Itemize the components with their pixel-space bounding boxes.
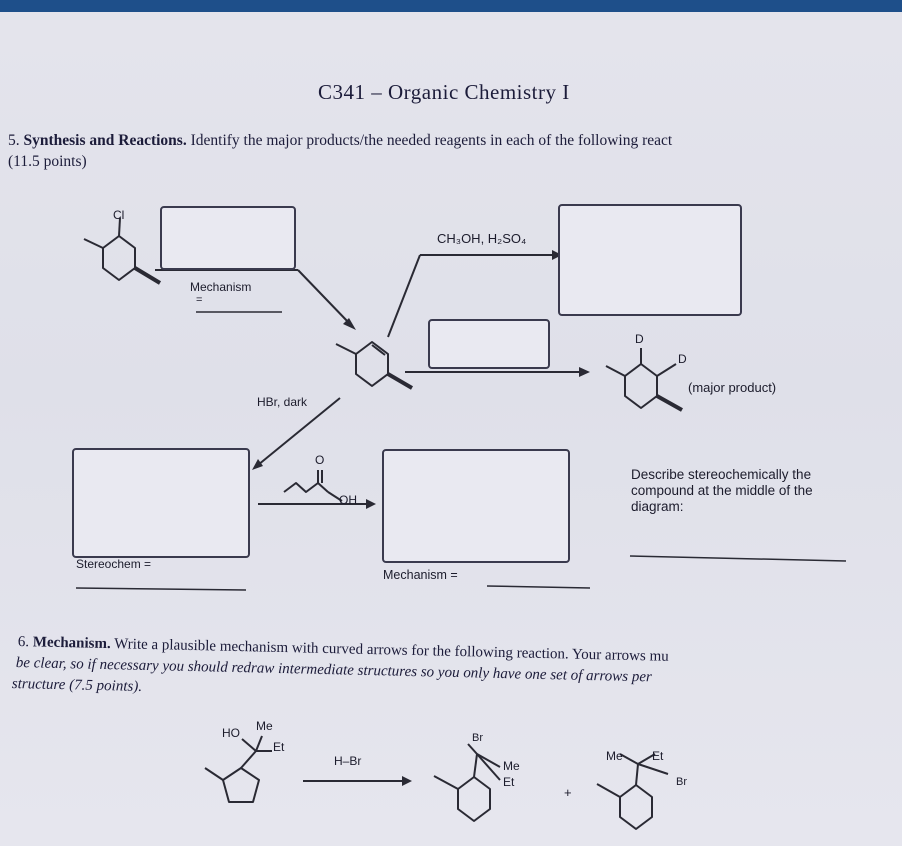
hydroxyl-label: OH xyxy=(339,493,357,507)
carboxylic-acid-structure xyxy=(283,470,343,502)
deuterium-right-label: D xyxy=(678,352,687,366)
question-6-number: 6. xyxy=(17,634,30,651)
ethyl-label-1: Et xyxy=(273,740,285,754)
question-number: 5. xyxy=(8,132,20,149)
hbr-dark-label: HBr, dark xyxy=(257,395,308,409)
stereochem-label: Stereochem = xyxy=(76,557,152,571)
question-6-heading: Mechanism. xyxy=(32,634,111,653)
major-product-label: (major product) xyxy=(688,380,777,395)
bromine-label-1: Br xyxy=(472,732,483,744)
question-points: (11.5 points) xyxy=(8,153,87,170)
carbonyl-oxygen-label: O xyxy=(315,453,325,467)
reactant-cyclopentane-structure xyxy=(204,735,272,803)
product-cyclohexane-2-structure xyxy=(596,753,669,830)
deuterated-product-structure xyxy=(605,348,683,412)
describe-line-3: diagram: xyxy=(631,499,684,514)
methyl-label-1: Me xyxy=(256,719,273,733)
question-prompt: Identify the major products/the needed r… xyxy=(190,132,673,149)
methyl-label-3: Me xyxy=(606,749,623,763)
reagent-methanol-label: CH₃OH, H₂SO₄ xyxy=(437,231,527,246)
ethyl-label-2: Et xyxy=(503,775,515,789)
methyl-label-2: Me xyxy=(503,759,520,773)
describe-line-2: compound at the middle of the xyxy=(631,483,813,498)
reaction-diagrams xyxy=(75,217,847,830)
bromine-label-3: Br xyxy=(676,776,687,788)
plus-sign: + xyxy=(564,785,572,800)
question-heading: Synthesis and Reactions. xyxy=(23,132,187,149)
hydroxyl-label-q6: HO xyxy=(222,726,240,740)
describe-stereochem-prompt: Describe stereochemically the compound a… xyxy=(631,467,813,515)
question-5-line: 5. Synthesis and Reactions. Identify the… xyxy=(8,132,672,150)
chlorocyclohexane-structure xyxy=(83,217,162,285)
deuterium-top-label: D xyxy=(635,332,644,346)
worksheet-page: C341 – Organic Chemistry I 5. Synthesis … xyxy=(0,12,902,846)
describe-line-1: Describe stereochemically the xyxy=(631,467,812,482)
question-6-line-3: structure (7.5 points). xyxy=(11,676,143,695)
answer-box-top-right[interactable] xyxy=(558,204,742,316)
central-alkene-structure xyxy=(335,341,414,390)
mechanism-label-top: Mechanism xyxy=(190,280,252,294)
mechanism-label-bottom: Mechanism = xyxy=(383,568,458,582)
page-title: C341 – Organic Chemistry I xyxy=(318,80,570,104)
product-cyclohexane-1-structure xyxy=(433,743,501,822)
ethyl-label-3: Et xyxy=(652,749,664,763)
hbr-reagent-label: H–Br xyxy=(334,754,362,768)
answer-box-bottom-left[interactable] xyxy=(72,448,250,558)
mechanism-blank-top: = xyxy=(196,294,203,306)
answer-box-bottom-middle[interactable] xyxy=(382,449,570,563)
reagent-box-middle[interactable] xyxy=(428,319,550,369)
chlorine-label: Cl xyxy=(113,208,125,222)
answer-box-top-left[interactable] xyxy=(160,206,296,270)
